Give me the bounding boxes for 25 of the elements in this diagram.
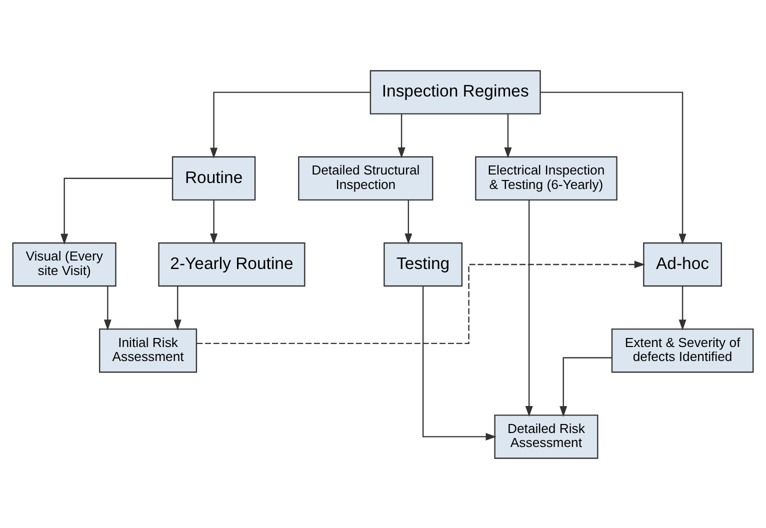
arrow [210,200,218,244]
node-box: Inspection Regimes [370,70,541,114]
node-box: Initial Risk Assessment [99,328,198,372]
arrow [678,286,686,330]
node-box: Visual (Every site Visit) [12,242,116,286]
arrow [174,286,182,330]
arrow [196,260,646,344]
arrow [560,356,612,416]
node-box: Routine [172,156,256,200]
node-box: Detailed Structural Inspection [298,156,434,200]
arrow [398,114,406,158]
node-box: 2-Yearly Routine [158,242,306,286]
node-box: Extent & Severity of defects Identified [611,328,754,372]
arrow [504,114,512,158]
arrow [104,286,112,330]
arrow [404,200,412,244]
arrow [210,91,370,158]
node-box: Ad-hoc [643,242,722,286]
arrow [422,286,497,440]
arrow [540,91,686,244]
arrow [525,199,533,416]
node-box: Testing [384,242,463,286]
arrow [60,177,172,244]
node-box: Electrical Inspection & Testing (6-Yearly) [475,156,618,200]
node-box: Detailed Risk Assessment [494,414,598,458]
